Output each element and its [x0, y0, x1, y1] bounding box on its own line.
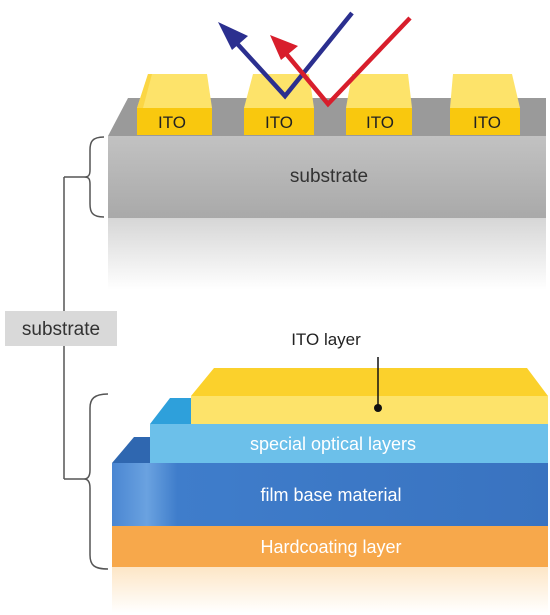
hardcoating-front: [112, 526, 548, 567]
hardcoating-layer: Hardcoating layer: [112, 526, 548, 613]
ito-electrode-2: ITO: [244, 74, 314, 135]
hardcoating-reflection: [112, 567, 548, 613]
film-top-face: [112, 437, 152, 463]
ito-label-4: ITO: [473, 113, 501, 132]
top-brace: [83, 136, 105, 218]
red-reflection-arrow: [270, 16, 412, 108]
blue-reflection-arrow: [218, 11, 354, 100]
ito-layer: [191, 368, 548, 424]
substrate-reflection: [108, 218, 546, 290]
optical-layer: special optical layers: [150, 398, 548, 463]
substrate-label: substrate: [290, 166, 368, 187]
ito-layer-top-face: [191, 368, 548, 396]
substrate-front-face: [108, 136, 546, 218]
side-substrate-label: substrate: [22, 319, 100, 340]
film-base-layer: film base material: [112, 437, 548, 526]
substrate-top-face: [108, 98, 546, 136]
optical-top-face: [150, 398, 193, 424]
ito-electrode-4: ITO: [450, 74, 520, 135]
ito-layer-label: ITO layer: [291, 330, 361, 349]
side-substrate-tag: substrate: [5, 311, 117, 346]
ito-electrode-1: ITO: [137, 74, 212, 135]
ito-layer-front: [191, 396, 548, 424]
ito-electrode-3: ITO: [346, 74, 412, 135]
ito-label-1: ITO: [158, 113, 186, 132]
top-substrate-block: substrate: [108, 98, 546, 290]
ito-layer-callout: ITO layer: [291, 330, 382, 412]
bottom-brace: [83, 393, 109, 570]
hardcoating-label: Hardcoating layer: [260, 537, 401, 557]
film-front: [112, 463, 548, 526]
ito-label-3: ITO: [366, 113, 394, 132]
optical-label: special optical layers: [250, 434, 416, 454]
optical-front: [150, 424, 548, 463]
film-label: film base material: [260, 485, 401, 505]
ito-label-2: ITO: [265, 113, 293, 132]
callout-dot: [374, 404, 382, 412]
